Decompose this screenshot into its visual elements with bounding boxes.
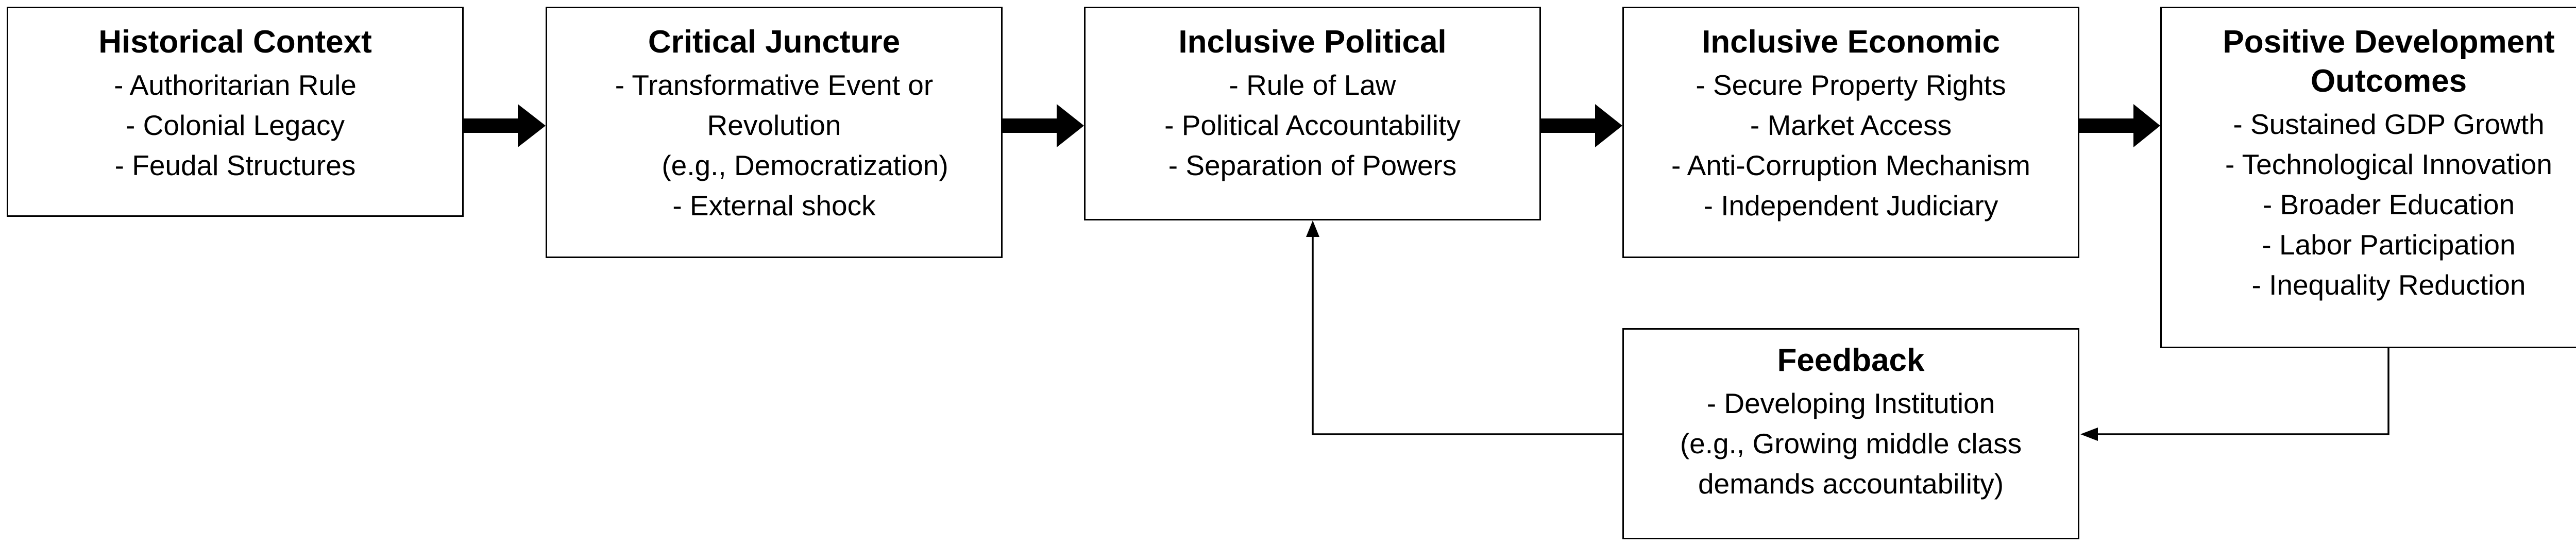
- arrow-historical-to-juncture: [464, 104, 546, 147]
- inclusive-political-item: - Separation of Powers: [1168, 149, 1457, 181]
- inclusive-political-title: Inclusive Political: [1178, 24, 1447, 60]
- positive-outcomes-item: - Technological Innovation: [2225, 148, 2552, 180]
- positive-outcomes-item: - Labor Participation: [2262, 229, 2516, 261]
- historical-context-item: - Authoritarian Rule: [114, 69, 357, 101]
- arrow-feedback-to-political: [1306, 220, 1622, 435]
- arrow-political-to-economic: [1541, 104, 1622, 147]
- historical-context-item: - Feudal Structures: [114, 149, 356, 181]
- critical-juncture-title: Critical Juncture: [648, 24, 901, 60]
- feedback-box: Feedback - Developing Institution (e.g.,…: [1622, 328, 2079, 539]
- inclusive-economic-title: Inclusive Economic: [1702, 24, 2000, 60]
- inclusive-economic-item: - Independent Judiciary: [1703, 190, 1998, 221]
- inclusive-political-item: - Political Accountability: [1164, 109, 1461, 141]
- arrow-outcomes-to-feedback: [2080, 348, 2389, 441]
- critical-juncture-item: - Transformative Event or: [615, 69, 934, 101]
- historical-context-item: - Colonial Legacy: [126, 109, 345, 141]
- arrow-economic-to-outcomes: [2079, 104, 2160, 147]
- inclusive-economic-item: - Secure Property Rights: [1696, 69, 2006, 101]
- feedback-item: demands accountability): [1698, 468, 2004, 500]
- positive-outcomes-title-line1: Positive Development: [2223, 24, 2555, 60]
- critical-juncture-item: (e.g., Democratization): [662, 149, 948, 181]
- critical-juncture-item: Revolution: [707, 109, 841, 141]
- inclusive-economic-item: - Market Access: [1750, 109, 1952, 141]
- arrow-juncture-to-political: [1003, 104, 1084, 147]
- inclusive-political-box: Inclusive Political - Rule of Law - Poli…: [1084, 7, 1541, 220]
- positive-outcomes-title-line2: Outcomes: [2310, 63, 2467, 99]
- positive-outcomes-box: Positive Development Outcomes - Sustaine…: [2160, 7, 2576, 348]
- positive-outcomes-item: - Sustained GDP Growth: [2233, 108, 2545, 140]
- feedback-item: - Developing Institution: [1706, 387, 1995, 419]
- inclusive-political-item: - Rule of Law: [1229, 69, 1396, 101]
- historical-context-title: Historical Context: [98, 24, 372, 60]
- critical-juncture-item: - External shock: [672, 190, 876, 221]
- feedback-title: Feedback: [1777, 343, 1925, 378]
- positive-outcomes-item: - Inequality Reduction: [2251, 269, 2526, 301]
- positive-outcomes-item: - Broader Education: [2262, 189, 2515, 220]
- feedback-item: (e.g., Growing middle class: [1680, 428, 2022, 459]
- critical-juncture-box: Critical Juncture - Transformative Event…: [546, 7, 1003, 258]
- inclusive-economic-item: - Anti-Corruption Mechanism: [1671, 149, 2030, 181]
- historical-context-box: Historical Context - Authoritarian Rule …: [7, 7, 464, 217]
- inclusive-economic-box: Inclusive Economic - Secure Property Rig…: [1622, 7, 2079, 258]
